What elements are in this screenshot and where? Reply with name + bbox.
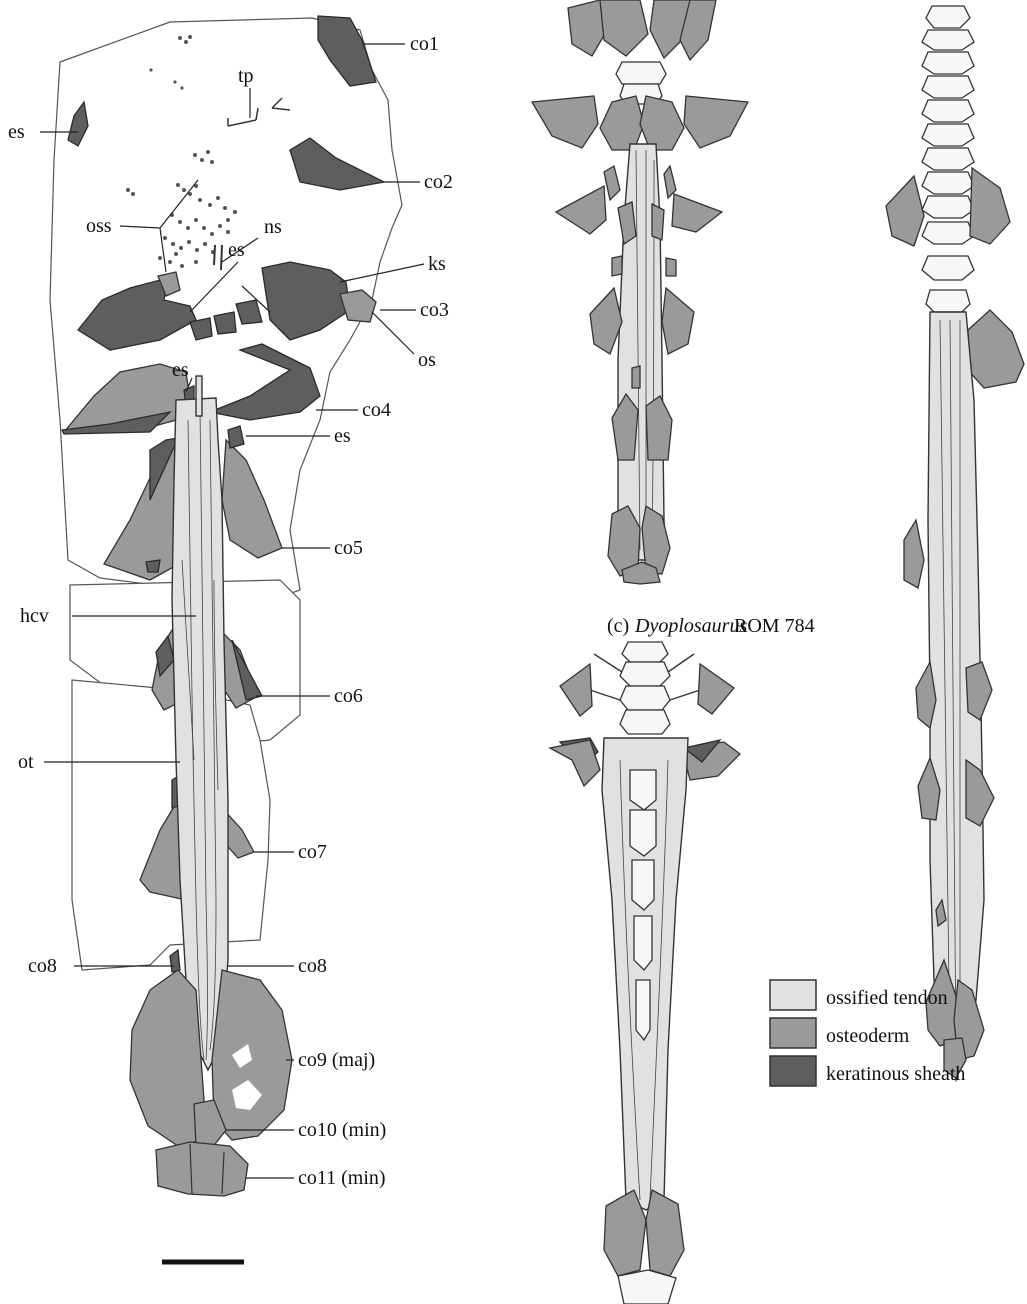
label-ks: ks: [428, 253, 446, 275]
co8-left-sheath: [170, 950, 180, 972]
osteoderm-top-row3-right: [666, 258, 676, 276]
label-es-co4: es: [172, 359, 189, 381]
osteoderm-top-row2-left: [556, 186, 606, 234]
right-vertebrae: [922, 6, 974, 312]
label-co6: co6: [334, 685, 363, 707]
label-co5: co5: [334, 537, 363, 559]
label-os: os: [418, 349, 436, 371]
panel-c-club-right: [646, 1190, 684, 1276]
anterior-osteoderm-cluster: [568, 0, 716, 60]
label-ot: ot: [18, 751, 34, 773]
label-co7: co7: [298, 841, 327, 863]
label-co4: co4: [362, 399, 391, 421]
haemal-arch-spike: [196, 376, 202, 416]
vertebra-top-1: [616, 62, 666, 84]
osteoderm-top-row4-right: [662, 288, 694, 354]
label-co2: co2: [424, 171, 453, 193]
osteoderm-top-row2-inner-left: [604, 166, 620, 200]
label-es-middle: es: [228, 239, 245, 261]
osteoderm-top-row3-inner-right: [652, 204, 664, 240]
panel-c-genus: Dyoplosaurus: [634, 615, 747, 637]
reconstruction-right: [886, 6, 1024, 1080]
osteoderm-top-paired-right: [640, 96, 684, 150]
legend-swatch-osteoderm: [770, 1018, 816, 1048]
osteoderm-top-row3-left: [612, 256, 622, 276]
osteoderm-top-lateral-left: [532, 96, 598, 148]
label-co10: co10 (min): [298, 1119, 386, 1141]
panel-c-letter: (c): [607, 615, 629, 637]
osteoderm-top-lateral-right: [684, 96, 748, 148]
label-es-top: es: [8, 121, 25, 143]
label-hcv: hcv: [20, 605, 49, 627]
legend-label-osteoderm: osteoderm: [826, 1025, 910, 1047]
label-co9: co9 (maj): [298, 1049, 375, 1071]
right-osteoderm-4-right: [966, 662, 992, 720]
label-co11: co11 (min): [298, 1167, 386, 1189]
osteoderm-top-paired-left: [600, 96, 644, 150]
panel-c-osteoderm-left: [560, 664, 592, 716]
label-co3: co3: [420, 299, 449, 321]
legend-swatch-ossified-tendon: [770, 980, 816, 1010]
label-co1: co1: [410, 33, 439, 55]
panel-c-club-left: [604, 1190, 646, 1276]
panel-c-club-tip: [618, 1270, 676, 1304]
label-co8-right: co8: [298, 955, 327, 977]
label-es-co5: es: [334, 425, 351, 447]
legend-label-ossified-tendon: ossified tendon: [826, 987, 948, 1009]
specimen-map: co1 es tp co2 oss ns es ks co3 os es co4…: [8, 16, 453, 1262]
panel-c-osteoderm-right: [698, 664, 734, 714]
osteoderm-top-row2-inner-right: [664, 166, 676, 198]
osteoderm-top-row4-left: [590, 288, 622, 354]
co5-small-sheath: [146, 560, 160, 572]
panel-c-vertebrae: [590, 642, 700, 734]
label-oss: oss: [86, 215, 112, 237]
legend-label-keratinous-sheath: keratinous sheath: [826, 1063, 965, 1085]
right-osteoderm-3: [904, 520, 924, 588]
osteoderm-top-row3-inner-left: [618, 202, 636, 244]
right-osteoderm-2: [968, 310, 1024, 388]
right-osteoderm-1-left: [886, 176, 924, 246]
panel-c-specimen: ROM 784: [734, 615, 815, 637]
label-tp: tp: [238, 65, 254, 87]
right-osteoderm-1-right: [970, 168, 1010, 244]
panel-c-lateral-osteoderm-left: [550, 740, 600, 786]
panel-c-dyoplosaurus: (c) Dyoplosaurus ROM 784: [550, 615, 815, 1304]
osteoderm-top-row5-right: [646, 396, 672, 460]
legend-swatch-keratinous-sheath: [770, 1056, 816, 1086]
right-osteoderm-5-right: [966, 760, 994, 826]
label-co8-left: co8: [28, 955, 57, 977]
reconstruction-top-middle: [532, 0, 748, 584]
co11-minor-osteoderm: [156, 1142, 248, 1196]
osteoderm-top-small-center: [632, 366, 640, 388]
label-ns: ns: [264, 216, 282, 238]
co9-major-osteoderm-left: [130, 970, 204, 1146]
co9-major-osteoderm-right: [212, 970, 292, 1140]
osteoderm-top-row5-left: [612, 394, 638, 460]
osteoderm-top-row2-right: [672, 194, 722, 232]
